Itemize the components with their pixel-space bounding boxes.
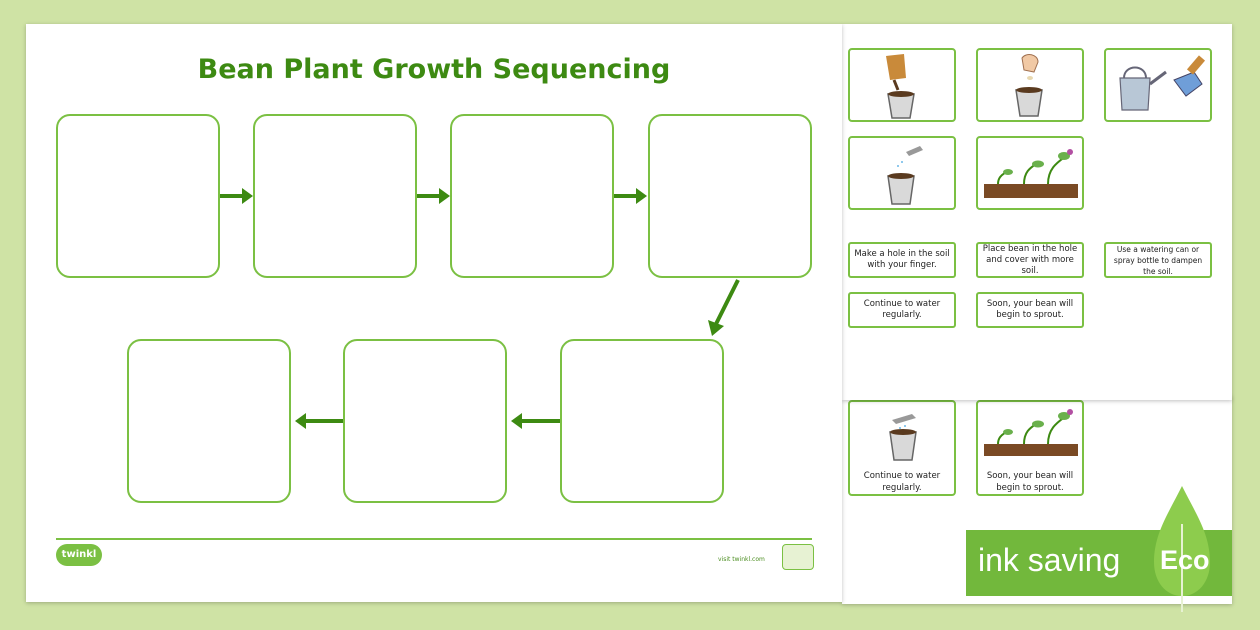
worksheet-page: Bean Plant Growth Sequencing twinkl visi…: [26, 24, 842, 602]
water-pot-icon: [887, 146, 923, 205]
sequence-box-4[interactable]: [648, 114, 812, 278]
label-card-2: Place bean in the hole and cover with mo…: [976, 242, 1084, 278]
picture-card-4: [848, 136, 956, 210]
sprouting-bean-icon: [984, 149, 1078, 198]
sequence-box-1[interactable]: [56, 114, 220, 278]
leaf-drop-icon: [1154, 486, 1210, 612]
sequence-arrows: [220, 188, 740, 429]
arrow-right-icon: [417, 188, 450, 204]
arrow-right-icon: [220, 188, 253, 204]
site-link: visit twinkl.com: [718, 556, 765, 563]
sequence-box-5[interactable]: [560, 339, 724, 503]
water-pot-icon: [889, 414, 917, 461]
footer-divider: [56, 538, 812, 540]
arrow-right-icon: [614, 188, 647, 204]
picture-card-2: [976, 48, 1084, 122]
label-card-3: Use a watering can or spray bottle to da…: [1104, 242, 1212, 278]
picture-card-5: [976, 136, 1084, 210]
arrow-left-icon: [511, 413, 560, 429]
picture-card-water: Continue to water regularly.: [848, 400, 956, 496]
twinkl-logo: twinkl: [56, 544, 102, 566]
sequence-box-6[interactable]: [343, 339, 507, 503]
watering-can-icon: [1119, 55, 1206, 111]
picture-card-sprout: Soon, your bean will begin to sprout.: [976, 400, 1084, 496]
arrow-down-left-icon: [708, 279, 740, 336]
label-card-4: Continue to water regularly.: [848, 292, 956, 328]
eco-badge-icon: [782, 544, 814, 570]
card-caption: Continue to water regularly.: [863, 471, 941, 493]
eco-banner-text: ink saving: [978, 542, 1121, 578]
sequence-box-2[interactable]: [253, 114, 417, 278]
cards-sheet-front: Make a hole in the soil with your finger…: [842, 24, 1232, 400]
place-bean-icon: [1015, 54, 1043, 117]
pour-soil-icon: [886, 54, 915, 119]
sequence-box-7[interactable]: [127, 339, 291, 503]
label-card-1: Make a hole in the soil with your finger…: [848, 242, 956, 278]
picture-card-1: [848, 48, 956, 122]
sprouting-bean-icon: [984, 409, 1078, 456]
picture-card-3: [1104, 48, 1212, 122]
sequence-box-3[interactable]: [450, 114, 614, 278]
card-caption: Soon, your bean will begin to sprout.: [986, 471, 1074, 493]
page-title: Bean Plant Growth Sequencing: [197, 54, 671, 85]
arrow-left-icon: [295, 413, 343, 429]
eco-label: Eco: [1160, 545, 1210, 575]
label-card-5: Soon, your bean will begin to sprout.: [976, 292, 1084, 328]
